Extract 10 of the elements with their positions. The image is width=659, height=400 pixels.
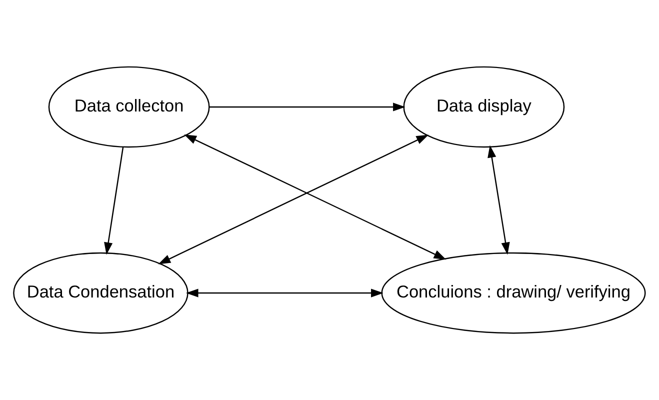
arrow <box>104 147 124 255</box>
arrow <box>158 134 429 264</box>
node-ellipse: Concluions : drawing/ verifying <box>381 252 646 334</box>
node-ellipse: Data collecton <box>48 66 210 148</box>
arrow <box>184 134 446 260</box>
arrow <box>186 288 384 298</box>
arrow <box>209 102 406 112</box>
node-ellipse: Data Condensation <box>13 252 188 334</box>
node-ellipse: Data display <box>403 66 565 148</box>
arrow <box>488 145 510 255</box>
